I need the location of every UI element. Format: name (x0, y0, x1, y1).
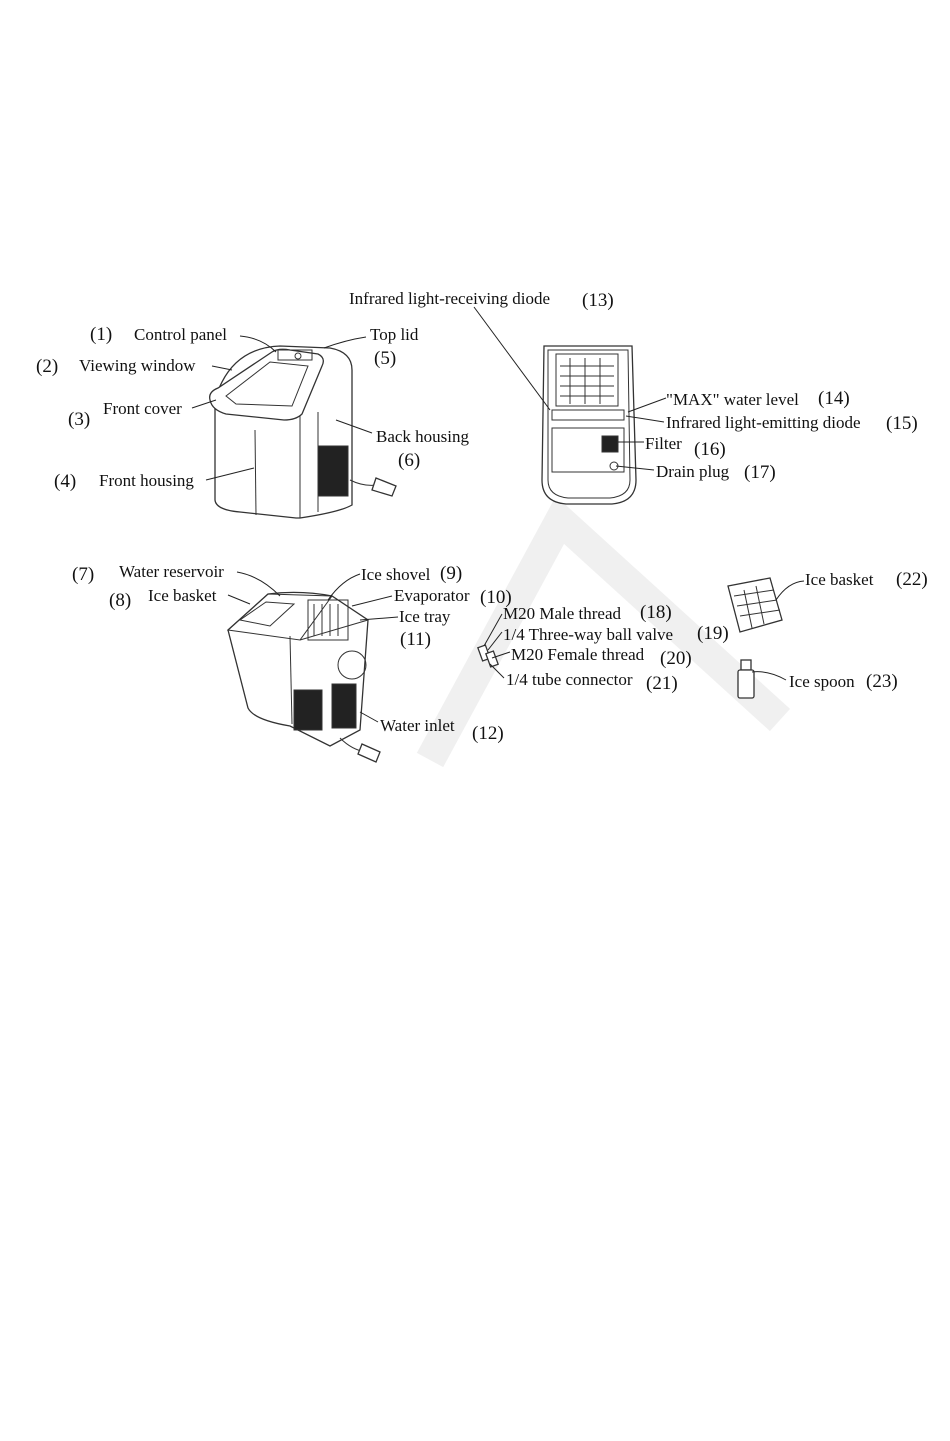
ice-maker-interior-drawing (541, 345, 637, 505)
label-7-text: Water reservoir (119, 562, 224, 581)
label-9-text: Ice shovel (361, 565, 431, 584)
label-12-num: (12) (472, 723, 504, 744)
power-plug-icon-2 (357, 743, 381, 763)
label-17-text: Drain plug (656, 462, 730, 481)
label-15-text: Infrared light-emitting diode (666, 413, 861, 432)
label-15-num: (15) (886, 413, 918, 434)
label-3-text: Front cover (103, 399, 182, 418)
ice-maker-front-drawing (209, 345, 397, 519)
front-vent-grille (317, 445, 349, 497)
label-13-text: Infrared light-receiving diode (349, 289, 550, 308)
evaporator-fingers (560, 358, 614, 404)
power-plug-icon (371, 477, 397, 497)
label-6-text: Back housing (376, 427, 470, 446)
label-3-num: (3) (68, 409, 90, 430)
fittings-drawing (477, 644, 499, 668)
label-2-num: (2) (36, 356, 58, 377)
label-17-num: (17) (744, 462, 776, 483)
label-4-num: (4) (54, 471, 76, 492)
label-20-num: (20) (660, 648, 692, 669)
label-4-text: Front housing (99, 471, 194, 490)
labels: (1) Control panel (2) Viewing window (3)… (36, 289, 928, 744)
filter-shape (601, 435, 619, 453)
label-14-num: (14) (818, 388, 850, 409)
label-22-num: (22) (896, 569, 928, 590)
label-19-text: 1/4 Three-way ball valve (503, 625, 673, 644)
label-12-text: Water inlet (380, 716, 455, 735)
label-5-text: Top lid (370, 325, 419, 344)
label-2-text: Viewing window (79, 356, 196, 375)
label-8-text: Ice basket (148, 586, 217, 605)
label-18-text: M20 Male thread (503, 604, 622, 623)
label-5-num: (5) (374, 348, 396, 369)
vent-grille-left (293, 689, 323, 731)
ice-basket-drawing (727, 577, 783, 633)
label-16-num: (16) (694, 439, 726, 460)
label-18-num: (18) (640, 602, 672, 623)
label-9-num: (9) (440, 563, 462, 584)
ice-maker-open-drawing (226, 591, 381, 763)
label-19-num: (19) (697, 623, 729, 644)
vent-grille-right (331, 683, 357, 729)
fan-shape (337, 650, 367, 680)
label-11-num: (11) (400, 629, 431, 650)
label-21-text: 1/4 tube connector (506, 670, 633, 689)
label-22-text: Ice basket (805, 570, 874, 589)
label-23-num: (23) (866, 671, 898, 692)
label-1-text: Control panel (134, 325, 227, 344)
label-10-num: (10) (480, 587, 512, 608)
label-6-num: (6) (398, 450, 420, 471)
label-16-text: Filter (645, 434, 682, 453)
label-8-num: (8) (109, 590, 131, 611)
label-11-text: Ice tray (399, 607, 451, 626)
label-21-num: (21) (646, 673, 678, 694)
label-7-num: (7) (72, 564, 94, 585)
label-10-text: Evaporator (394, 586, 470, 605)
ice-spoon-drawing (737, 659, 755, 699)
leader-lines (191, 306, 805, 723)
label-23-text: Ice spoon (789, 672, 855, 691)
label-20-text: M20 Female thread (511, 645, 645, 664)
label-1-num: (1) (90, 324, 112, 345)
watermark (416, 496, 791, 768)
label-14-text: "MAX" water level (666, 390, 799, 409)
label-13-num: (13) (582, 290, 614, 311)
control-panel-shape (277, 349, 313, 361)
